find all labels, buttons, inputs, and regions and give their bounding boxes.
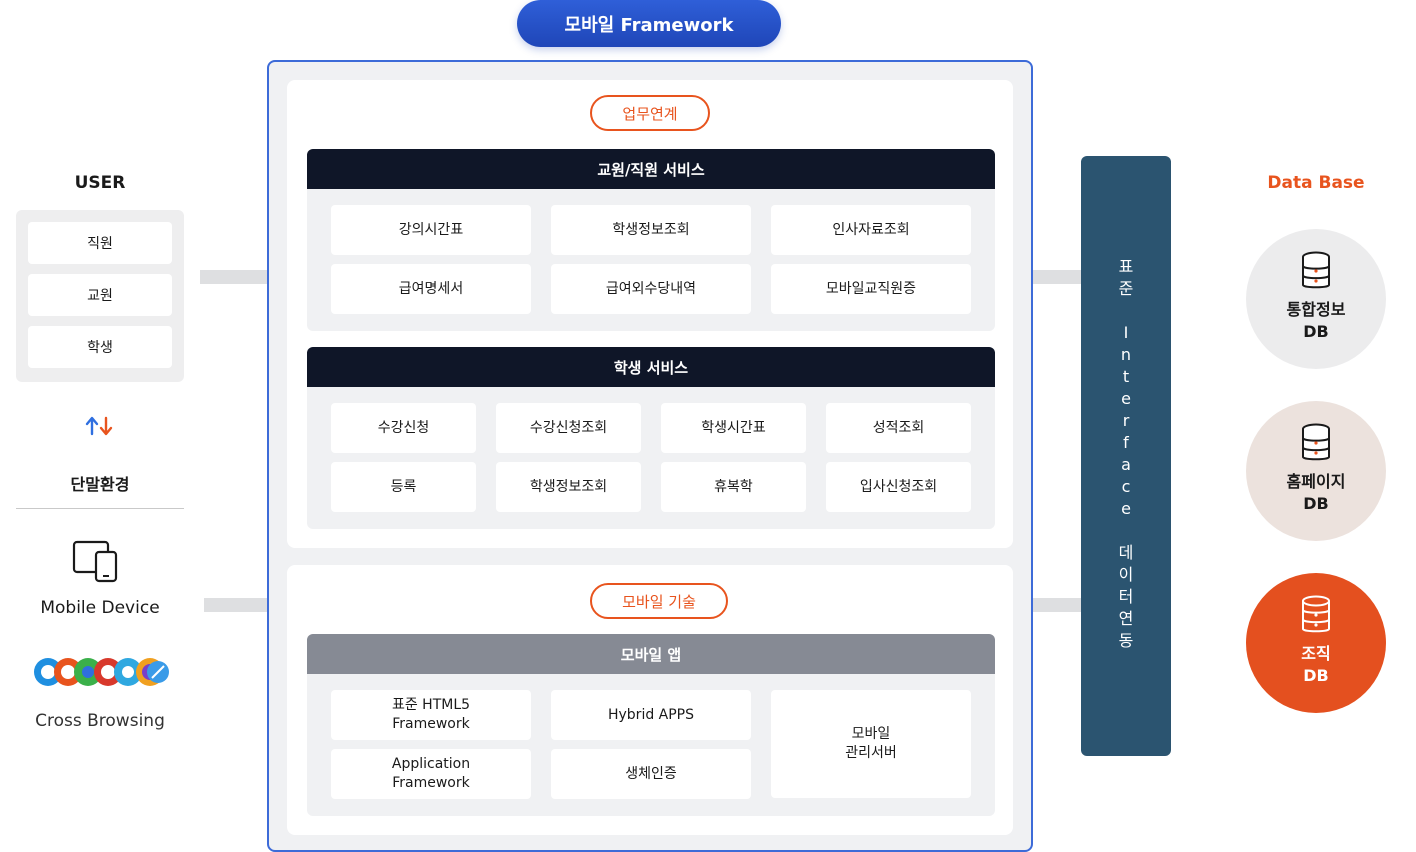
up-down-arrows-icon <box>85 416 113 436</box>
divider <box>16 508 184 509</box>
device-env-title: 단말환경 <box>70 475 130 494</box>
service-item: 인사자료조회 <box>771 205 971 255</box>
service-item: 등록 <box>331 462 476 512</box>
db-label-line2: DB <box>1303 666 1329 685</box>
db-organization: 조직 DB <box>1246 573 1386 713</box>
service-item: 급여명세서 <box>331 264 531 314</box>
connector-device-framework <box>204 598 268 612</box>
service-item: 입사신청조회 <box>826 462 971 512</box>
mobile-app-title: 모바일 앱 <box>307 634 995 674</box>
service-item: 성적조회 <box>826 403 971 453</box>
staff-service-title: 교원/직원 서비스 <box>307 149 995 189</box>
business-badge: 업무연계 <box>590 95 710 131</box>
student-service-section: 학생 서비스 수강신청 수강신청조회 학생시간표 성적조회 등록 학생정보조회 … <box>307 347 995 529</box>
service-item: 수강신청조회 <box>496 403 641 453</box>
mobile-device-label: Mobile Device <box>40 598 160 618</box>
app-item-hybrid-apps: Hybrid APPS <box>551 690 751 740</box>
database-icon <box>1302 251 1330 289</box>
db-homepage: 홈페이지 DB <box>1246 401 1386 541</box>
service-item: 모바일교직원증 <box>771 264 971 314</box>
db-label-line2: DB <box>1303 322 1329 341</box>
user-title: USER <box>74 173 126 193</box>
service-item: 수강신청 <box>331 403 476 453</box>
mobile-app-section: 모바일 앱 표준 HTML5 Framework Hybrid APPS 모바일… <box>307 634 995 816</box>
database-icon <box>1302 595 1330 633</box>
database-icon <box>1302 423 1330 461</box>
db-label-line1: 홈페이지 <box>1286 472 1346 491</box>
framework-title: 모바일 Framework <box>517 0 781 47</box>
database-title: Data Base <box>1267 173 1365 193</box>
db-label-line1: 조직 <box>1301 644 1331 663</box>
cross-browsing-label: Cross Browsing <box>35 711 165 731</box>
connector-framework-interface-bottom <box>1032 598 1081 612</box>
browser-logos-icon <box>34 658 169 686</box>
mobile-device-icon <box>72 540 118 583</box>
db-label-line1: 통합정보 <box>1286 300 1346 319</box>
user-item-student: 학생 <box>28 326 172 368</box>
db-integrated-info: 통합정보 DB <box>1246 229 1386 369</box>
service-item: 학생시간표 <box>661 403 806 453</box>
standard-interface-bar: 표 준 I n t e r f a c e 데 이 터 연 동 <box>1081 156 1171 756</box>
connector-framework-interface-top <box>1032 270 1081 284</box>
app-item-application-framework: Application Framework <box>331 749 531 799</box>
app-item-html5-framework: 표준 HTML5 Framework <box>331 690 531 740</box>
service-item: 강의시간표 <box>331 205 531 255</box>
interface-label: 표 준 I n t e r f a c e 데 이 터 연 동 <box>1118 257 1134 650</box>
connector-user-framework <box>200 270 268 284</box>
staff-service-section: 교원/직원 서비스 강의시간표 학생정보조회 인사자료조회 급여명세서 급여외수… <box>307 149 995 331</box>
tech-badge: 모바일 기술 <box>590 583 728 619</box>
user-item-faculty: 교원 <box>28 274 172 316</box>
db-label-line2: DB <box>1303 494 1329 513</box>
service-item: 학생정보조회 <box>496 462 641 512</box>
user-item-staff: 직원 <box>28 222 172 264</box>
service-item: 급여외수당내역 <box>551 264 751 314</box>
user-list: 직원 교원 학생 <box>16 210 184 382</box>
app-item-biometric-auth: 생체인증 <box>551 749 751 799</box>
student-service-title: 학생 서비스 <box>307 347 995 387</box>
service-item: 학생정보조회 <box>551 205 751 255</box>
app-item-management-server: 모바일 관리서버 <box>771 690 971 798</box>
service-item: 휴복학 <box>661 462 806 512</box>
